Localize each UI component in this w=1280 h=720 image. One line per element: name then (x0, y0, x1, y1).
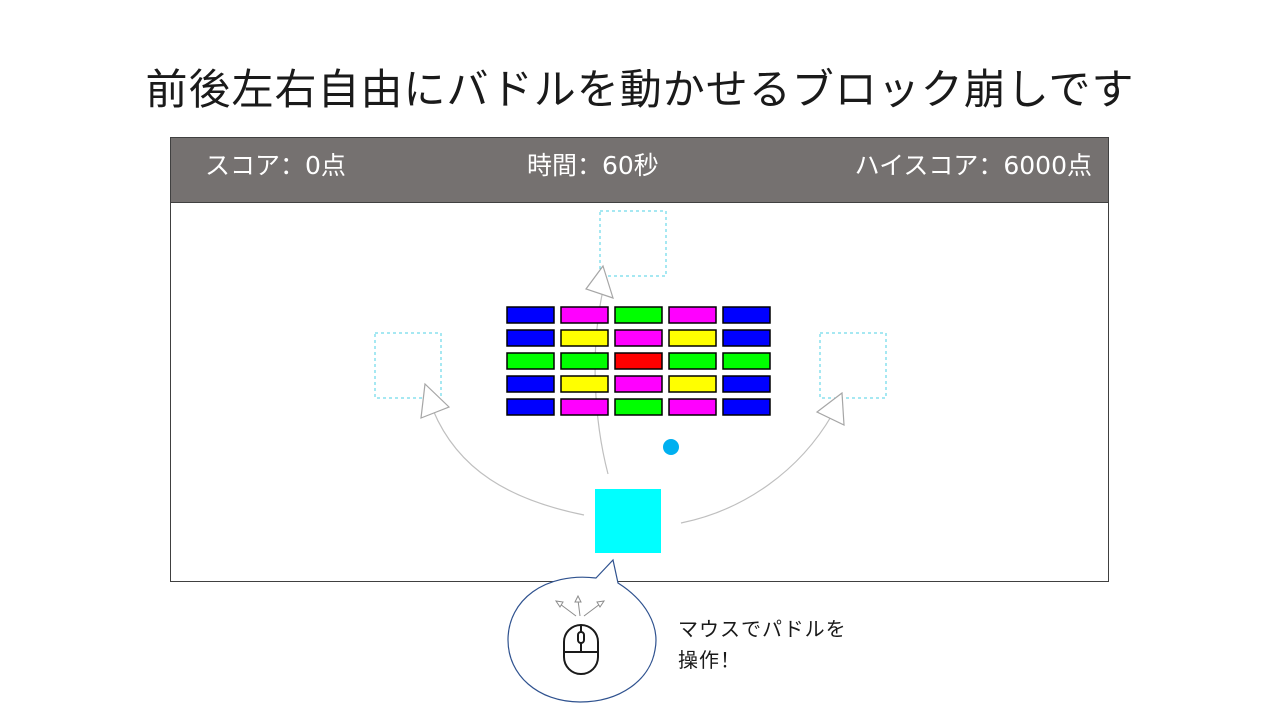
arrow-head-left (420, 382, 451, 419)
brick (668, 375, 717, 393)
brick (722, 352, 771, 370)
direction-arrows-icon (554, 594, 606, 617)
brick (614, 306, 663, 324)
score-display: スコア：0点 (205, 151, 346, 180)
arrow-head-up (585, 264, 614, 299)
brick (560, 329, 609, 347)
brick (506, 375, 555, 393)
brick (722, 329, 771, 347)
brick (614, 352, 663, 370)
instruction-line-2: 操作！ (678, 648, 741, 672)
move-arrow-left (432, 409, 585, 516)
high-score-display: ハイスコア：6000点 (854, 151, 1092, 180)
brick (722, 375, 771, 393)
mouse-icon (563, 624, 599, 675)
brick (722, 306, 771, 324)
brick (506, 398, 555, 416)
ball (663, 439, 679, 455)
brick (506, 352, 555, 370)
instruction-text: マウスでパドルを 操作！ (678, 614, 938, 676)
instruction-line-1: マウスでパドルを (678, 617, 847, 641)
brick (506, 329, 555, 347)
brick (668, 398, 717, 416)
arrow-head-right (815, 391, 845, 426)
brick (668, 306, 717, 324)
brick (560, 398, 609, 416)
hud-bar: スコア：0点 時間：60秒 ハイスコア：6000点 (171, 138, 1108, 203)
brick (560, 352, 609, 370)
guide-box-left (374, 332, 442, 399)
brick (668, 329, 717, 347)
move-arrow-right (680, 414, 833, 524)
brick (614, 375, 663, 393)
page-title: 前後左右自由にバドルを動かせるブロック崩しです (145, 65, 1135, 114)
brick (668, 352, 717, 370)
paddle[interactable] (595, 489, 661, 553)
brick (560, 306, 609, 324)
brick (614, 398, 663, 416)
guide-box-right (819, 332, 887, 399)
brick (614, 329, 663, 347)
brick (506, 306, 555, 324)
guide-box-up (599, 210, 667, 277)
brick (722, 398, 771, 416)
brick (560, 375, 609, 393)
time-display: 時間：60秒 (527, 151, 659, 180)
brick-grid (506, 306, 771, 416)
